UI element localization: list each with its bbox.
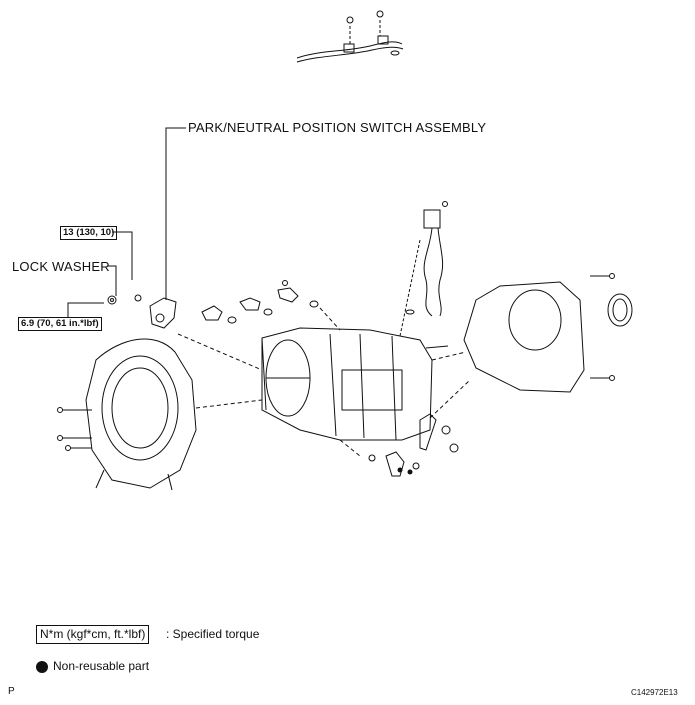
transmission-case <box>261 327 449 441</box>
callout-leaders <box>67 127 186 317</box>
figure-code: C142972E13 <box>631 688 678 697</box>
legend-nonreusable: Non-reusable part <box>53 659 150 673</box>
torque-69-label: 6.9 (70, 61 in.*lbf) <box>18 317 102 331</box>
torque-13-label: 13 (130, 10) <box>60 226 118 240</box>
non-reusable-marks <box>397 467 413 475</box>
lock-washer-label: LOCK WASHER <box>12 259 110 274</box>
legend-torque-unit: N*m (kgf*cm, ft.*lbf) <box>36 625 150 644</box>
park-neutral-switch-label: PARK/NEUTRAL POSITION SWITCH ASSEMBLY <box>188 120 487 135</box>
rear-extension-housing <box>463 273 633 393</box>
legend-torque-desc: : Specified torque <box>166 627 260 641</box>
solenoid-wire-harness <box>399 201 448 337</box>
speed-sensors <box>201 280 319 324</box>
non-reusable-dot-icon <box>36 661 48 673</box>
top-wire-harness <box>296 10 404 63</box>
front-bell-housing <box>57 338 197 491</box>
assembly-dashed-lines <box>177 307 471 457</box>
manual-shaft-lever <box>368 413 459 477</box>
park-neutral-switch <box>107 294 177 329</box>
page-marker: P <box>8 686 15 697</box>
